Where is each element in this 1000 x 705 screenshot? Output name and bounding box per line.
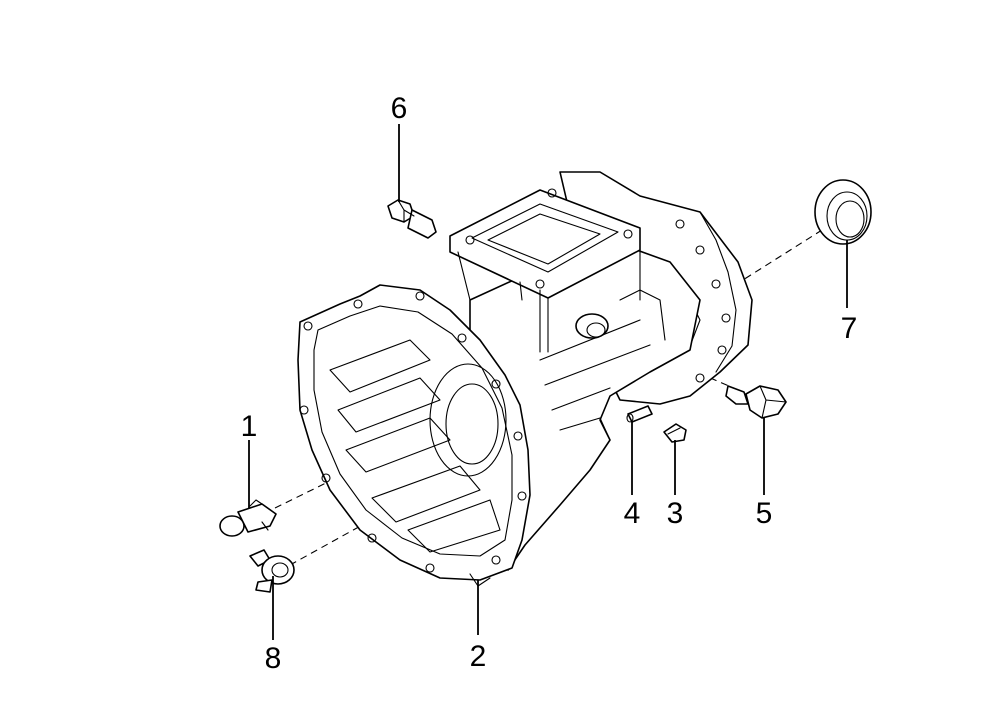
- part-6-plug: [387, 199, 437, 239]
- callout-6: 6: [391, 92, 408, 125]
- transmission-case: [297, 171, 753, 587]
- callout-2: 2: [470, 640, 487, 673]
- callout-3: 3: [667, 497, 684, 530]
- callout-8: 8: [265, 642, 282, 675]
- callout-7: 7: [841, 312, 858, 345]
- callout-5: 5: [756, 497, 773, 530]
- callout-4: 4: [624, 497, 641, 530]
- part-3-plug: [663, 423, 687, 443]
- callout-1: 1: [241, 410, 258, 443]
- part-7-seal: [814, 179, 872, 245]
- part-8-clip: [249, 549, 295, 593]
- part-1-fitting: [219, 499, 277, 537]
- leader-lines: [248, 124, 848, 640]
- callout-labels: 1 2 3 4 5 6 7 8: [241, 92, 858, 675]
- part-5-bolt: [725, 385, 787, 419]
- part-4-pin: [626, 405, 653, 423]
